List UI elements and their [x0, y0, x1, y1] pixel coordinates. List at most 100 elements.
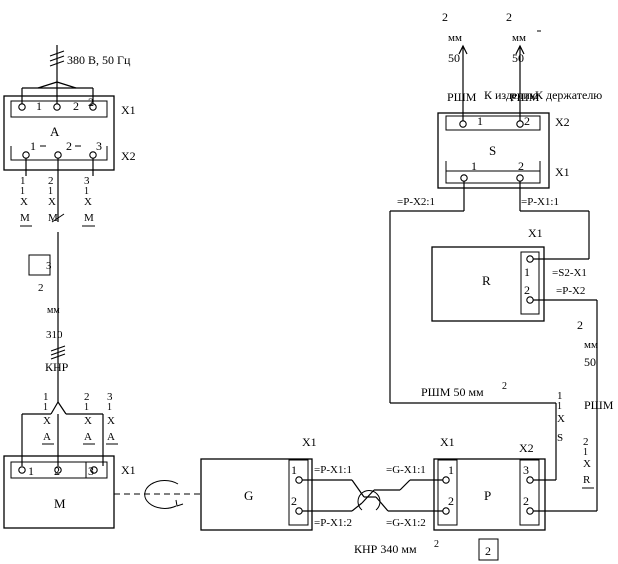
- right-cable-name: РШМ: [584, 398, 614, 412]
- a-mark-1-sub: 1: [20, 186, 25, 197]
- block-p-label: P: [484, 488, 491, 503]
- xs-sub: 1: [557, 401, 562, 412]
- right-cable-val: 50: [584, 355, 596, 369]
- block-m: 1 2 3 M X1: [3, 455, 136, 529]
- right-cable-unit: мм: [584, 339, 598, 351]
- a-mark-2-m: M: [48, 212, 58, 224]
- m-pin-2: 2: [54, 464, 60, 478]
- s-strip-x2: X2: [555, 115, 570, 129]
- a-mark-3-x: X: [84, 196, 92, 208]
- m-strip-x1: X1: [121, 463, 136, 477]
- s-bot-pin-1: 1: [471, 159, 477, 173]
- m-mark-1-sub: 1: [43, 402, 48, 413]
- rshm-mid-label: РШМ 50 мм: [421, 385, 484, 399]
- xr-r: R: [583, 474, 591, 486]
- p-strip-x1: X1: [440, 435, 455, 449]
- rshm-right: РШМ: [510, 90, 540, 104]
- a-top-pin-1: 1: [36, 99, 42, 113]
- block-p: 1 2 3 2 P X1 X2: [433, 435, 546, 531]
- s-wire-left: =P-X2:1: [397, 196, 435, 208]
- block-g: 1 2 G X1: [200, 435, 317, 531]
- top-left-unit: мм: [448, 32, 462, 44]
- block-r: 1 2 R X1 =S2-X1 =P-X2: [431, 226, 587, 322]
- top-cables: 2 мм 50 2 мм 50 РШМ К изделию РШМ К держ…: [442, 10, 602, 122]
- r-pin-2: 2: [524, 283, 530, 297]
- a-mark-2-n: 2: [48, 175, 54, 187]
- top-right-val: 50: [512, 51, 524, 65]
- g-p-wires: =P-X1:1 =P-X1:2 =G-X1:1 =G-X1:2: [302, 464, 446, 529]
- p-left-pin-1: 1: [448, 463, 454, 477]
- a-top-pin-3: 2: [88, 95, 94, 109]
- xs-s: S: [557, 432, 563, 444]
- s-wire-right: =P-X1:1: [521, 196, 559, 208]
- a-mark-1-m: M: [20, 212, 30, 224]
- khr-left-unit: мм: [47, 305, 60, 316]
- m-input-wires: [21, 362, 104, 466]
- a-mark-3-sub: 1: [84, 186, 89, 197]
- badge: 2: [478, 538, 499, 561]
- rshm-left: РШМ: [447, 90, 477, 104]
- block-g-label: G: [244, 488, 253, 503]
- k-right: К держателю: [535, 88, 602, 102]
- s-top-pin-2: 2: [524, 114, 530, 128]
- a-bot-pin-3: 3: [96, 139, 102, 153]
- r-strip-x1: X1: [528, 226, 543, 240]
- xs-n: 1: [557, 390, 563, 402]
- g-strip-x1: X1: [302, 435, 317, 449]
- xr-n: 2: [583, 436, 589, 448]
- block-a-label: A: [50, 124, 60, 139]
- right-cable: 2 мм 50 РШМ: [533, 299, 614, 512]
- xr-sub: 1: [583, 447, 588, 458]
- right-cable-sup: 2: [577, 318, 583, 332]
- m-pin-3: 3: [88, 464, 94, 478]
- a-mark-1-x: X: [20, 196, 28, 208]
- block-a: 1 2 2 A 1 2 3 X1 X2: [3, 95, 136, 171]
- a-strip-x1: X1: [121, 103, 136, 117]
- block-r-label: R: [482, 273, 491, 288]
- khr-left-cable: 3 2 мм 310 КНР: [28, 232, 69, 374]
- m-mark-1-n: 1: [43, 391, 49, 403]
- a-wire-marks: 1 1 X M 2 1 X M 3 1 X M: [20, 175, 95, 227]
- p-right-pin-2: 2: [523, 494, 529, 508]
- m-mark-3-n: 3: [107, 391, 113, 403]
- supply-label: 380 В, 50 Гц: [67, 53, 131, 67]
- a-bot-pin-1: 1: [30, 139, 36, 153]
- k-left: К изделию: [484, 88, 539, 102]
- m-mark-3-x: X: [107, 415, 115, 427]
- a-mark-1-n: 1: [20, 175, 26, 187]
- block-s: 1 2 S 1 2 X2 X1: [437, 112, 570, 189]
- r-wire-pin2: =P-X2: [556, 285, 585, 297]
- a-top-pin-2: 2: [73, 99, 79, 113]
- m-mark-1-x: X: [43, 415, 51, 427]
- top-left-val: 50: [448, 51, 460, 65]
- r-pin-1: 1: [524, 265, 530, 279]
- shaft: [114, 479, 200, 509]
- g-wire-top: =P-X1:1: [314, 464, 352, 476]
- m-mark-2-x: X: [84, 415, 92, 427]
- g-pin-1: 1: [291, 463, 297, 477]
- a-mark-2-x: X: [48, 196, 56, 208]
- m-wire-marks: 1 1 X A 2 1 X A 3 1 X A: [42, 391, 118, 445]
- a-bot-pin-2: 2: [66, 139, 72, 153]
- m-pin-1: 1: [28, 464, 34, 478]
- badge-text: 2: [485, 544, 491, 558]
- khr-left-sup: 2: [38, 282, 44, 294]
- a-mark-3-n: 3: [84, 175, 90, 187]
- khr-left-three: 3: [46, 260, 52, 272]
- p-strip-x2: X2: [519, 441, 534, 455]
- s-top-pin-1: 1: [477, 114, 483, 128]
- xr-marks: 2 1 X R: [582, 436, 594, 489]
- m-mark-3-sub: 1: [107, 402, 112, 413]
- r-wire-pin1: =S2-X1: [552, 267, 587, 279]
- s-wires: =P-X2:1 =P-X1:1: [389, 181, 590, 444]
- block-s-label: S: [489, 143, 496, 158]
- a-mark-3-m: M: [84, 212, 94, 224]
- p-right-pin-3: 3: [523, 463, 529, 477]
- block-m-label: M: [54, 496, 66, 511]
- m-mark-2-n: 2: [84, 391, 90, 403]
- xr-x: X: [583, 458, 591, 470]
- p-left-pin-2: 2: [448, 494, 454, 508]
- a-to-m-wires: [25, 158, 94, 223]
- khr-bottom-label: КНР 340 мм: [354, 542, 417, 556]
- power-supply: 380 В, 50 Гц: [21, 45, 131, 104]
